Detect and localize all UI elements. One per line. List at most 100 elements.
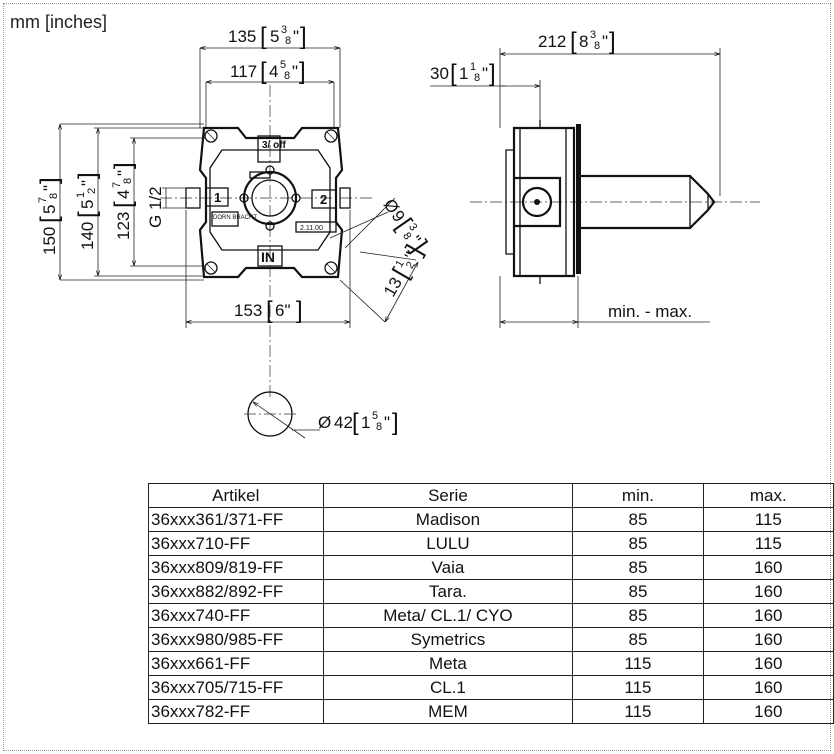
dim-140-whole: 5: [78, 200, 97, 209]
header-artikel: Artikel: [148, 483, 324, 508]
cell-artikel: 36xxx882/892-FF: [148, 579, 324, 604]
cell-min: 85: [572, 603, 704, 628]
svg-text:[: [: [110, 201, 137, 208]
dim-diag-13: 13 [ 1 2 " ]: [339, 240, 428, 322]
dim-212: 212 [ 8 3 8 " ]: [499, 28, 721, 196]
header-min: min.: [572, 483, 704, 508]
svg-text:[: [: [266, 297, 273, 324]
svg-text:]: ]: [489, 60, 496, 87]
svg-text:]: ]: [300, 23, 307, 50]
cell-min: 115: [572, 699, 704, 724]
dim-30-num: 1: [470, 61, 476, 73]
dim-135: 135 [ 5 3 8 " ]: [199, 23, 341, 128]
cell-artikel: 36xxx361/371-FF: [148, 507, 324, 532]
cell-max: 160: [702, 579, 834, 604]
dim-140-num: 1: [75, 192, 87, 198]
svg-text:[: [: [36, 216, 63, 223]
detail-circle-view: Ø 42 [ 1 5 8 " ]: [244, 391, 399, 439]
dim-150-value: 150: [40, 227, 59, 255]
detail-prefix: Ø: [318, 413, 331, 432]
units-label: mm [inches]: [10, 12, 108, 32]
dim-212-unit: ": [602, 32, 608, 51]
detail-whole: 1: [361, 413, 370, 432]
svg-text:]: ]: [392, 409, 399, 436]
front-view: 3/ off IN 1 2 DORN BRACHT 2.11.00 135 [ …: [36, 23, 432, 400]
dim-diag-9-den: 8: [400, 230, 413, 242]
dim-153: 153 [ 6" ]: [185, 210, 351, 328]
dim-123-value: 123: [114, 212, 133, 240]
label-3: 3/ off: [262, 140, 287, 151]
dim-123-den: 8: [122, 178, 134, 184]
svg-text:]: ]: [110, 162, 137, 169]
cell-artikel: 36xxx782-FF: [148, 699, 324, 724]
mounting-holes: [204, 129, 338, 275]
dim-diag-13-den: 2: [404, 260, 417, 271]
cell-serie: Tara.: [322, 579, 574, 604]
dim-212-value: 212: [538, 32, 566, 51]
cell-serie: Vaia: [322, 555, 574, 580]
svg-text:[: [: [260, 23, 267, 50]
svg-text:[: [: [74, 211, 101, 218]
drawing-frame: [3, 3, 831, 751]
header-serie: Serie: [322, 483, 574, 508]
svg-text:]: ]: [299, 58, 306, 85]
dim-140-den: 2: [86, 188, 98, 194]
dim-30: 30 [ 1 1 8 " ]: [430, 60, 541, 120]
dim-140-value: 140: [78, 222, 97, 250]
svg-text:]: ]: [609, 28, 616, 55]
cell-serie: Madison: [322, 507, 574, 532]
cell-serie: Meta: [322, 651, 574, 676]
svg-text:[: [: [450, 60, 457, 87]
header-max: max.: [702, 483, 834, 508]
cell-min: 85: [572, 531, 704, 556]
dim-30-whole: 1: [459, 64, 468, 83]
label-2: 2: [320, 192, 327, 207]
cell-artikel: 36xxx661-FF: [148, 651, 324, 676]
spindle: [576, 174, 716, 230]
dim-123-unit: ": [114, 170, 133, 176]
cell-serie: Meta/ CL.1/ CYO: [322, 603, 574, 628]
svg-text:]: ]: [296, 297, 303, 324]
cell-max: 160: [702, 651, 834, 676]
dim-150-whole: 5: [40, 205, 59, 214]
thread-callout: G 1/2: [146, 186, 188, 228]
dim-30-den: 8: [474, 72, 480, 84]
technical-drawing: 3/ off IN 1 2 DORN BRACHT 2.11.00 135 [ …: [36, 23, 760, 439]
dim-117-num: 5: [280, 59, 286, 71]
dim-212-den: 8: [594, 40, 600, 52]
svg-text:]: ]: [36, 177, 63, 184]
dim-153-whole: 6": [275, 301, 291, 320]
svg-text:]: ]: [74, 172, 101, 179]
min-max-label: min. - max.: [608, 302, 692, 321]
cell-max: 160: [702, 627, 834, 652]
dim-140-unit: ": [78, 180, 97, 186]
detail-unit: ": [384, 413, 390, 432]
cell-artikel: 36xxx809/819-FF: [148, 555, 324, 580]
brand-label: DORN BRACHT: [213, 215, 257, 221]
svg-text:[: [: [570, 28, 577, 55]
cell-artikel: 36xxx710-FF: [148, 531, 324, 556]
cell-serie: LULU: [322, 531, 574, 556]
cell-serie: Symetrics: [322, 627, 574, 652]
detail-num: 5: [372, 410, 378, 422]
dim-117-unit: ": [292, 62, 298, 81]
cell-artikel: 36xxx980/985-FF: [148, 627, 324, 652]
right-port: [339, 187, 351, 209]
side-knob: [521, 186, 553, 218]
cell-max: 160: [702, 603, 834, 628]
dim-123-num: 7: [111, 182, 123, 188]
dim-30-value: 30: [430, 64, 449, 83]
cell-max: 160: [702, 555, 834, 580]
cell-min: 85: [572, 507, 704, 532]
detail-den: 8: [376, 421, 382, 433]
